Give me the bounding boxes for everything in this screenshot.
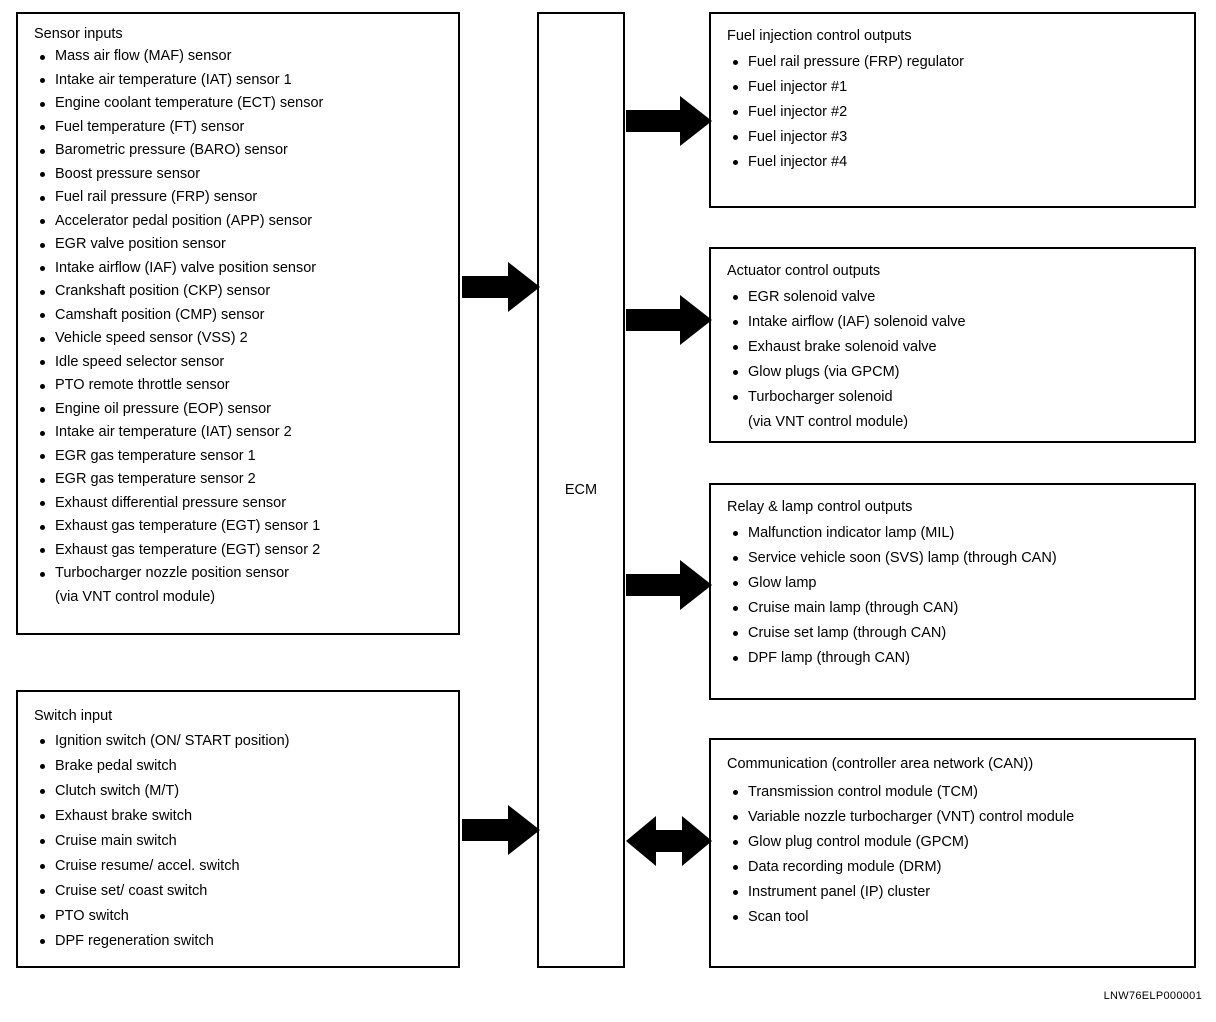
list-item: EGR gas temperature sensor 1: [34, 445, 458, 469]
list-item: Glow plug control module (GPCM): [727, 830, 1194, 855]
list-item: Exhaust gas temperature (EGT) sensor 2: [34, 539, 458, 563]
list-item: Exhaust brake switch: [34, 804, 458, 829]
list-item: Fuel rail pressure (FRP) regulator: [727, 50, 1194, 75]
list-item: Fuel injector #3: [727, 125, 1194, 150]
fuel-injection-control-outputs-title: Fuel injection control outputs: [727, 28, 912, 44]
list-item: Data recording module (DRM): [727, 855, 1194, 880]
list-item-continuation: (via VNT control module): [748, 414, 909, 430]
list-item: Engine coolant temperature (ECT) sensor: [34, 92, 458, 116]
list-item: Crankshaft position (CKP) sensor: [34, 280, 458, 304]
list-item: Fuel injector #4: [727, 150, 1194, 175]
list-item: EGR valve position sensor: [34, 233, 458, 257]
list-item: PTO switch: [34, 904, 458, 929]
list-item: Brake pedal switch: [34, 754, 458, 779]
relay-lamp-control-outputs-box: Relay & lamp control outputs Malfunction…: [709, 483, 1196, 700]
list-item: Glow plugs (via GPCM): [727, 360, 1194, 385]
list-item: Scan tool: [727, 905, 1194, 930]
ecm-to-communication-arrow: [626, 816, 712, 866]
list-item: Cruise main switch: [34, 829, 458, 854]
fuel-injection-control-outputs-list: Fuel rail pressure (FRP) regulator Fuel …: [727, 50, 1194, 175]
list-item: Fuel temperature (FT) sensor: [34, 116, 458, 140]
communication-list: Transmission control module (TCM) Variab…: [727, 780, 1194, 930]
list-item: Cruise resume/ accel. switch: [34, 854, 458, 879]
sensor-inputs-list: Mass air flow (MAF) sensor Intake air te…: [34, 45, 458, 609]
switch-input-list: Ignition switch (ON/ START position) Bra…: [34, 729, 458, 954]
communication-box: Communication (controller area network (…: [709, 738, 1196, 968]
switch-input-box: Switch input Ignition switch (ON/ START …: [16, 690, 460, 968]
ecm-to-fuel-injection-arrow: [626, 96, 712, 146]
list-item: Turbocharger nozzle position sensor: [34, 562, 458, 586]
list-item: Malfunction indicator lamp (MIL): [727, 521, 1194, 546]
list-item: Fuel injector #2: [727, 100, 1194, 125]
list-item: Idle speed selector sensor: [34, 351, 458, 375]
sensor-inputs-to-ecm-arrow: [462, 262, 540, 312]
switch-input-to-ecm-arrow: [462, 805, 540, 855]
list-item: Intake airflow (IAF) valve position sens…: [34, 257, 458, 281]
list-item: Exhaust brake solenoid valve: [727, 335, 1194, 360]
ecm-label: ECM: [564, 482, 598, 498]
list-item: Intake air temperature (IAT) sensor 2: [34, 421, 458, 445]
list-item: Intake airflow (IAF) solenoid valve: [727, 310, 1194, 335]
list-item: Camshaft position (CMP) sensor: [34, 304, 458, 328]
fuel-injection-control-outputs-box: Fuel injection control outputs Fuel rail…: [709, 12, 1196, 208]
list-item: Intake air temperature (IAT) sensor 1: [34, 69, 458, 93]
ecm-to-relay-lamp-arrow: [626, 560, 712, 610]
list-item: Turbocharger solenoid: [727, 385, 1194, 410]
list-item: Cruise main lamp (through CAN): [727, 596, 1194, 621]
figure-id-code: LNW76ELP000001: [1103, 990, 1202, 1002]
list-item: Exhaust differential pressure sensor: [34, 492, 458, 516]
list-item: Transmission control module (TCM): [727, 780, 1194, 805]
relay-lamp-control-outputs-list: Malfunction indicator lamp (MIL) Service…: [727, 521, 1194, 671]
sensor-inputs-box: Sensor inputs Mass air flow (MAF) sensor…: [16, 12, 460, 635]
list-item: Cruise set/ coast switch: [34, 879, 458, 904]
list-item: Boost pressure sensor: [34, 163, 458, 187]
list-item: Barometric pressure (BARO) sensor: [34, 139, 458, 163]
actuator-control-outputs-title: Actuator control outputs: [727, 263, 881, 279]
list-item: Cruise set lamp (through CAN): [727, 621, 1194, 646]
list-item: Engine oil pressure (EOP) sensor: [34, 398, 458, 422]
list-item: Mass air flow (MAF) sensor: [34, 45, 458, 69]
list-item: Fuel rail pressure (FRP) sensor: [34, 186, 458, 210]
list-item: Exhaust gas temperature (EGT) sensor 1: [34, 515, 458, 539]
list-item: Variable nozzle turbocharger (VNT) contr…: [727, 805, 1194, 830]
list-item: Accelerator pedal position (APP) sensor: [34, 210, 458, 234]
actuator-control-outputs-box: Actuator control outputs EGR solenoid va…: [709, 247, 1196, 443]
switch-input-title: Switch input: [34, 708, 113, 724]
ecm-to-actuator-arrow: [626, 295, 712, 345]
list-item: Clutch switch (M/T): [34, 779, 458, 804]
list-item: DPF regeneration switch: [34, 929, 458, 954]
list-item: DPF lamp (through CAN): [727, 646, 1194, 671]
list-item: Glow lamp: [727, 571, 1194, 596]
list-item: Ignition switch (ON/ START position): [34, 729, 458, 754]
list-item-continuation: (via VNT control module): [55, 588, 216, 605]
relay-lamp-control-outputs-title: Relay & lamp control outputs: [727, 499, 913, 515]
list-item: Instrument panel (IP) cluster: [727, 880, 1194, 905]
sensor-inputs-title: Sensor inputs: [34, 26, 123, 42]
actuator-control-outputs-list: EGR solenoid valve Intake airflow (IAF) …: [727, 285, 1194, 435]
ecm-box: ECM: [537, 12, 625, 968]
list-item: Vehicle speed sensor (VSS) 2: [34, 327, 458, 351]
list-item: EGR solenoid valve: [727, 285, 1194, 310]
list-item: PTO remote throttle sensor: [34, 374, 458, 398]
list-item: Service vehicle soon (SVS) lamp (through…: [727, 546, 1194, 571]
list-item: EGR gas temperature sensor 2: [34, 468, 458, 492]
list-item: Fuel injector #1: [727, 75, 1194, 100]
communication-title: Communication (controller area network (…: [727, 756, 1034, 772]
